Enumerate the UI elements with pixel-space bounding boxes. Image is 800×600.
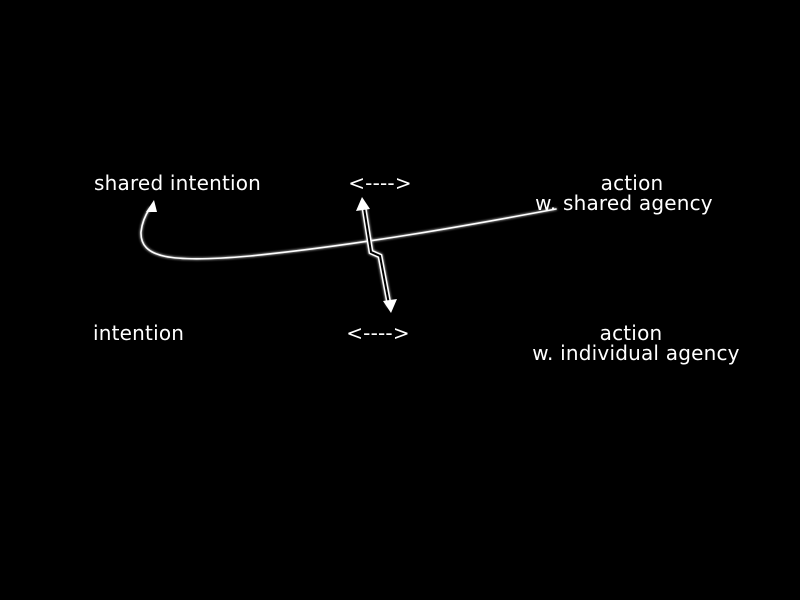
top-connector-arrow-text: <---->	[348, 171, 412, 195]
shared-intention-label: shared intention	[94, 171, 262, 195]
bottom-action-label: action	[599, 321, 663, 345]
top-action-label: action	[600, 171, 664, 195]
shared-agency-label: w. shared agency	[535, 191, 713, 215]
intention-label: intention	[93, 321, 185, 345]
bottom-connector-arrow-text: <---->	[346, 321, 410, 345]
curved-feedback-arrow	[140, 207, 557, 260]
zigzag-arrow-top-head-icon	[356, 197, 370, 211]
zigzag-double-arrow	[361, 205, 392, 307]
curved-arrow-head-icon	[146, 200, 157, 212]
individual-agency-label: w. individual agency	[532, 341, 740, 365]
zigzag-arrow-bottom-head-icon	[383, 299, 397, 313]
